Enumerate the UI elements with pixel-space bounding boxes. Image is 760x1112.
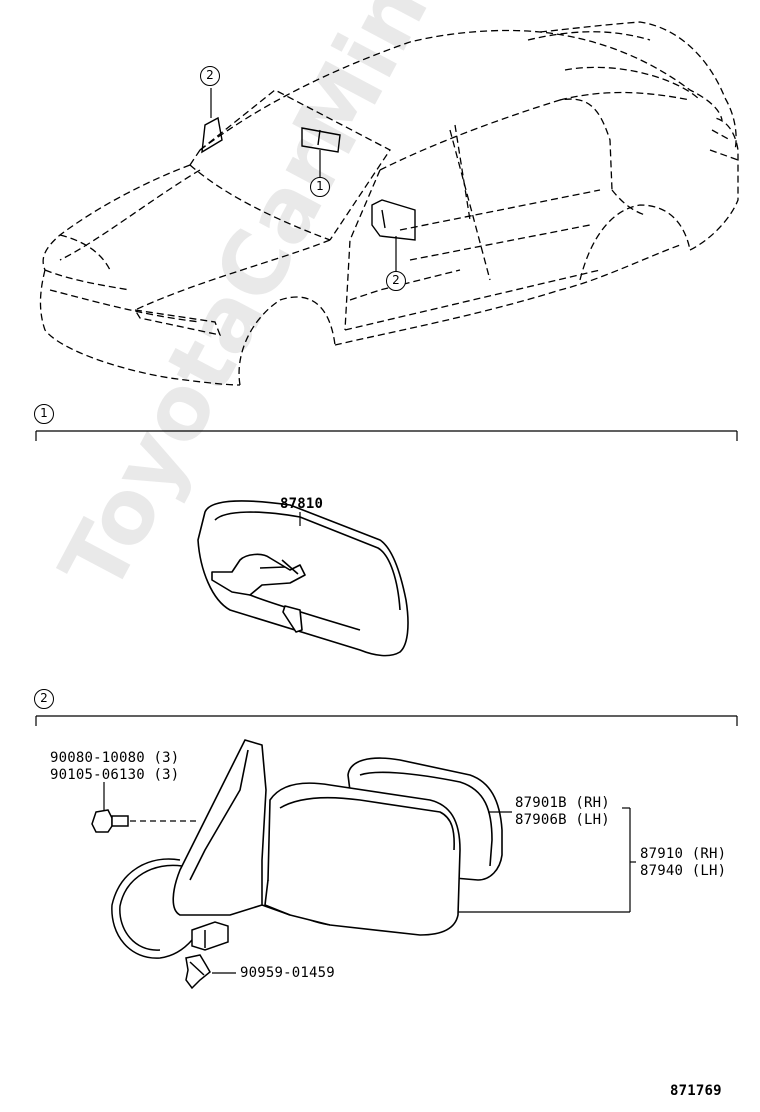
part-number-screw-2: 90105-06130 (3) <box>50 767 180 783</box>
section-2-marker: 2 <box>34 689 54 709</box>
overview-mirror-shapes <box>201 116 416 241</box>
part-number-clamp: 90959-01459 <box>240 965 335 981</box>
illustration-number: 871769 <box>670 1083 722 1099</box>
part-number-screw-1: 90080-10080 (3) <box>50 750 180 766</box>
wire-clamp <box>185 954 211 990</box>
part-number-87810: 87810 <box>280 496 324 512</box>
section-1-rule <box>35 430 738 441</box>
part-number-mirror-glass-rh: 87901B (RH) <box>515 795 610 811</box>
part-number-mirror-assy-rh: 87910 (RH) <box>640 846 727 862</box>
screw <box>91 809 129 833</box>
part-number-mirror-assy-lh: 87940 (LH) <box>640 863 727 879</box>
section-2-leader-lines <box>103 782 636 974</box>
overview-leader-lines <box>210 88 397 271</box>
callout-1: 1 <box>310 177 330 197</box>
section-2-rule <box>35 715 738 726</box>
section-1-marker: 1 <box>34 404 54 424</box>
inner-rear-view-mirror <box>197 500 409 657</box>
callout-2-upper: 2 <box>200 66 220 86</box>
part-number-mirror-glass-lh: 87906B (LH) <box>515 812 610 828</box>
car-overview-illustration <box>39 21 739 386</box>
outside-door-mirror <box>172 739 503 936</box>
mirror-connector <box>191 921 229 951</box>
callout-2-lower: 2 <box>386 271 406 291</box>
mirror-wire-harness <box>111 858 193 959</box>
